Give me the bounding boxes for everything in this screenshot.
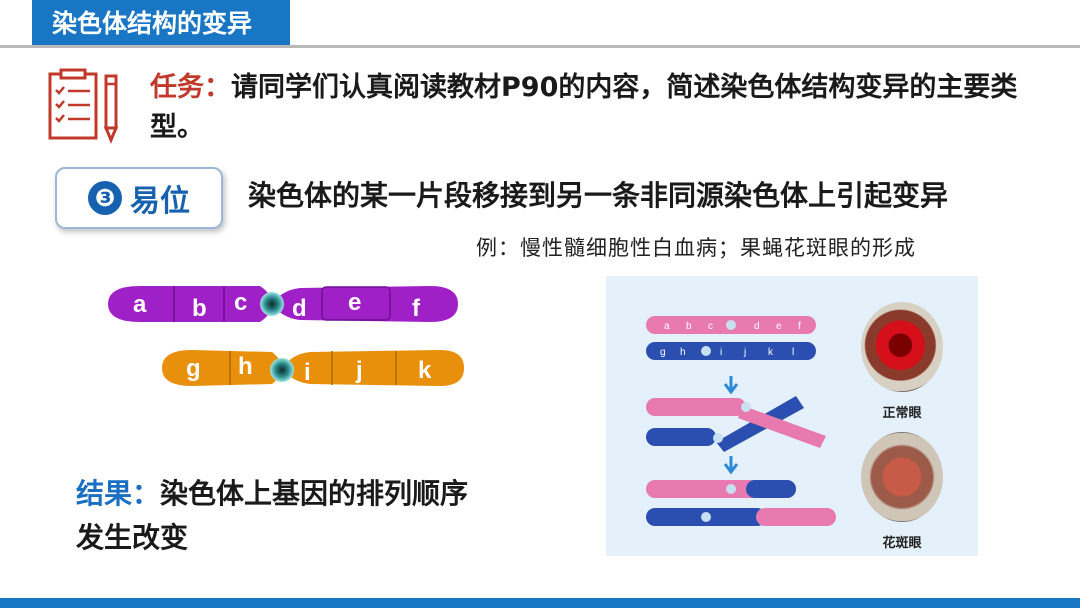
section-definition: 染色体的某一片段移接到另一条非同源染色体上引起变异	[248, 174, 948, 214]
gene-b: b	[192, 295, 207, 322]
step-2	[646, 396, 826, 452]
chromosome-top: a b c d e f	[108, 286, 458, 322]
fig-gene: i	[720, 347, 722, 358]
title-divider	[0, 45, 1080, 48]
normal-eye-caption: 正常眼	[861, 402, 943, 421]
section-name: 易位	[130, 176, 190, 220]
result-line-2: 发生改变	[76, 516, 536, 560]
normal-eye-image	[861, 302, 943, 392]
fig-gene: a	[664, 321, 670, 332]
gene-e: e	[348, 289, 361, 316]
task-body: 请同学们认真阅读教材P90的内容，简述染色体结构变异的主要类型。	[150, 72, 1017, 143]
footer-bar	[0, 598, 1080, 608]
fig-gene: e	[776, 321, 782, 332]
fig-gene: f	[798, 321, 801, 332]
section-number: ❸	[88, 181, 122, 215]
page-title: 染色体结构的变异	[32, 0, 290, 46]
gene-f: f	[412, 295, 421, 322]
translocation-figure: a b c d e f g h i j k l	[606, 276, 978, 556]
arrow-down-icon	[725, 456, 737, 472]
result-line-1: 染色体上基因的排列顺序	[160, 477, 468, 510]
gene-h: h	[238, 353, 253, 380]
gene-a: a	[133, 291, 147, 318]
task-statement: 任务：请同学们认真阅读教材P90的内容，简述染色体结构变异的主要类型。	[150, 68, 1050, 148]
task-list-icon	[46, 68, 126, 144]
bar-eye-caption: 花斑眼	[861, 532, 943, 551]
bar-eye-image	[861, 432, 943, 522]
gene-g: g	[186, 355, 201, 382]
task-label: 任务：	[150, 72, 231, 103]
gene-i: i	[304, 359, 311, 386]
fig-gene: c	[708, 321, 713, 332]
chromosome-diagram: a b c d e f g h i j k	[100, 280, 480, 395]
step-1: a b c d e f g h i j k l	[646, 316, 816, 360]
result-statement: 结果：染色体上基因的排列顺序 发生改变	[76, 472, 536, 560]
gene-k: k	[418, 357, 432, 384]
step-3	[646, 480, 836, 526]
example-text: 例：慢性髓细胞性白血病；果蝇花斑眼的形成	[476, 232, 916, 262]
fig-gene: d	[754, 321, 760, 332]
gene-d: d	[292, 295, 307, 322]
result-label: 结果：	[76, 477, 160, 510]
section-badge: ❸ 易位	[55, 167, 223, 229]
fig-gene: g	[660, 347, 666, 358]
fig-gene: j	[743, 347, 746, 358]
gene-j: j	[355, 357, 363, 384]
gene-c: c	[234, 289, 247, 316]
fig-gene: h	[680, 347, 686, 358]
arrow-down-icon	[725, 376, 737, 392]
chromosome-bottom: g h i j k	[162, 350, 464, 386]
fig-gene: l	[792, 347, 794, 358]
fig-gene: b	[686, 321, 692, 332]
translocation-steps: a b c d e f g h i j k l	[606, 276, 856, 556]
